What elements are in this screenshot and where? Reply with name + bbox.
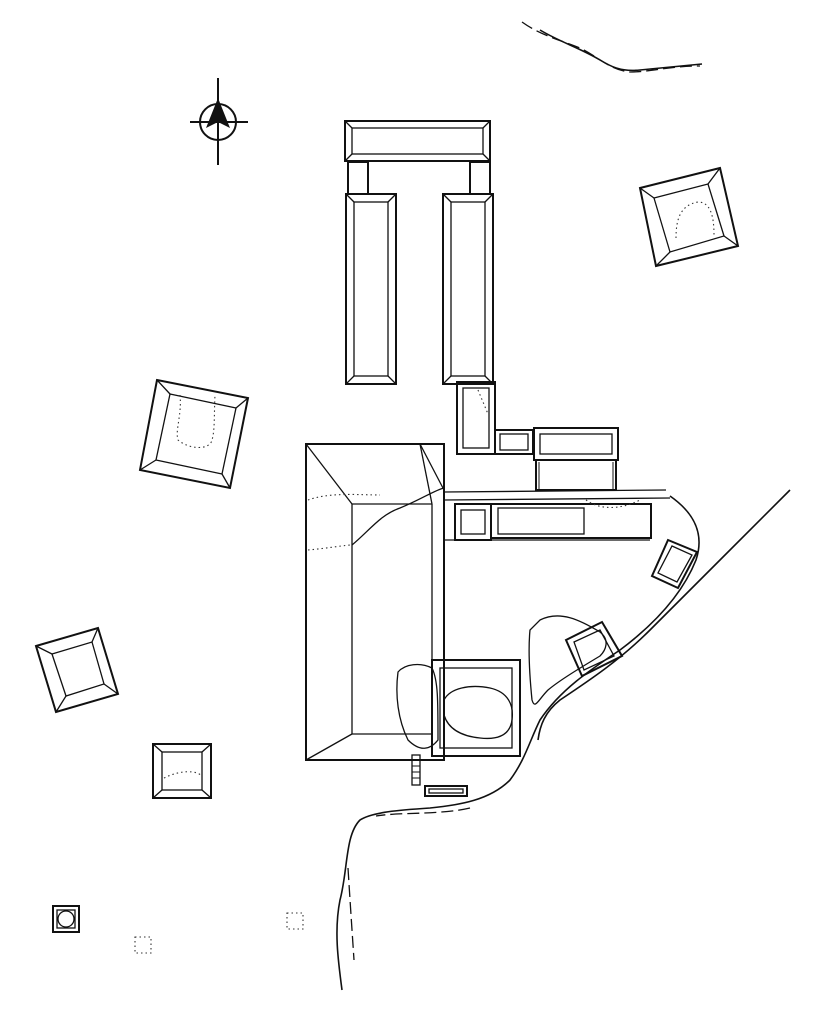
pyramid-west [138,378,250,490]
connector-block [456,381,619,491]
temple-bar-north [344,120,491,162]
causeway [411,754,468,797]
great-platform [305,443,445,761]
temple-wing-west [345,193,397,385]
marker-dotted-a [134,936,152,954]
pyramid-south [152,743,212,799]
south-platform [396,659,521,757]
marker-dotted-b [286,912,304,930]
pyramid-northeast [638,166,740,268]
well-marker [52,905,80,933]
pyramid-southwest [34,626,120,714]
river-east [336,489,791,991]
connector-right [469,161,491,195]
east-small-building [650,538,699,590]
connector-left [347,161,369,195]
east-range [443,489,671,541]
river-north [521,21,703,73]
north-arrow-icon [190,78,248,165]
temple-wing-east [442,193,494,385]
